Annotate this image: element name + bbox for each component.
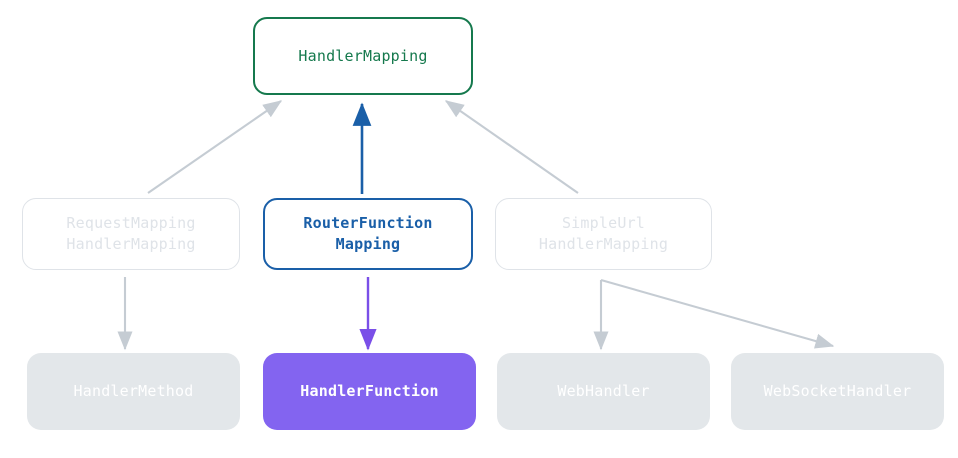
edge-requestmapping-to-handlermapping bbox=[147, 100, 283, 194]
node-web-socket-handler[interactable]: WebSocketHandler bbox=[731, 353, 944, 430]
node-handler-method[interactable]: HandlerMethod bbox=[27, 353, 240, 430]
node-simple-url-handler-mapping[interactable]: SimpleUrl HandlerMapping bbox=[495, 198, 712, 270]
node-handler-function[interactable]: HandlerFunction bbox=[263, 353, 476, 430]
edge-simpleurl-to-websockethandler bbox=[600, 278, 835, 349]
node-web-handler[interactable]: WebHandler bbox=[497, 353, 710, 430]
node-handler-mapping[interactable]: HandlerMapping bbox=[253, 17, 473, 95]
node-router-function-mapping[interactable]: RouterFunction Mapping bbox=[263, 198, 473, 270]
edge-simpleurl-to-handlermapping bbox=[444, 100, 579, 194]
node-request-mapping-handler-mapping[interactable]: RequestMapping HandlerMapping bbox=[22, 198, 240, 270]
